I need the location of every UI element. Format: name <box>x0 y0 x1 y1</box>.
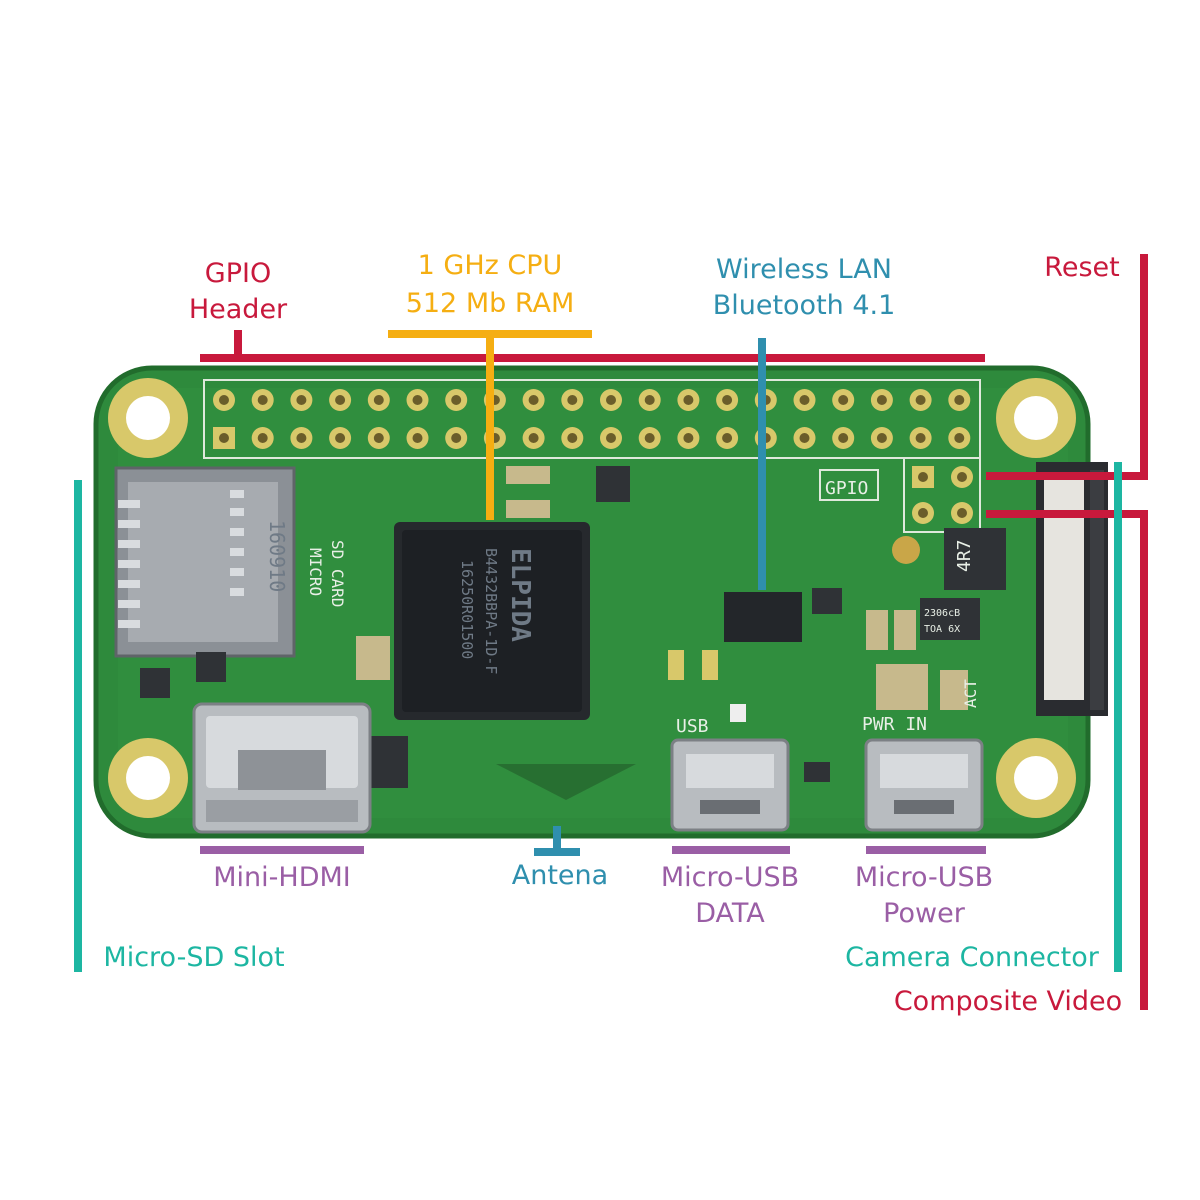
label-cpu-line1: 1 GHz CPU <box>418 250 563 281</box>
gpio-pin-hole <box>954 395 965 405</box>
antenna-trace <box>496 764 636 800</box>
gpio-pin-hole <box>606 395 616 405</box>
gpio-pin-hole <box>296 395 307 405</box>
callout-lines <box>74 254 1148 1010</box>
silk-gpio: GPIO <box>825 478 868 499</box>
mounting-hole-top-right <box>996 378 1076 458</box>
label-composite: Composite Video <box>894 986 1122 1017</box>
gpio-pin-hole <box>915 395 926 405</box>
gpio-pin-hole <box>257 433 268 443</box>
gpio-pin-hole <box>606 433 616 443</box>
mounting-hole-bottom-left <box>108 738 188 818</box>
label-reset: Reset <box>1044 252 1119 283</box>
silk-regulator-2: TOA 6X <box>924 624 960 635</box>
gpio-pin-hole <box>528 395 539 405</box>
label-gpio-line1: GPIO <box>205 258 271 289</box>
silk-inductor: 4R7 <box>954 539 975 572</box>
cpu-brand: ELPIDA <box>505 548 535 642</box>
gpio-pin-hole <box>683 433 694 443</box>
gpio-pin-hole <box>644 395 655 405</box>
cpu-lot: 16250R01500 <box>458 560 476 659</box>
callout-labels: GPIO Header 1 GHz CPU 512 Mb RAM Wireles… <box>103 250 1122 1017</box>
gpio-pin-hole <box>335 433 346 443</box>
small-components <box>140 466 1006 788</box>
gpio-pin-hole <box>528 433 539 443</box>
cpu-part: B4432BBPA-1D-F <box>482 548 500 674</box>
gpio-pin-hole <box>567 395 578 405</box>
silk-regulator-1: 2306cB <box>924 608 960 619</box>
camera-connector <box>1036 462 1108 716</box>
gpio-pin-hole <box>876 433 887 443</box>
gpio-pin-hole <box>799 395 810 405</box>
gpio-header-outline <box>203 379 981 459</box>
gpio-pin-hole <box>219 433 229 443</box>
gpio-pin-hole <box>915 433 926 443</box>
label-camera: Camera Connector <box>845 942 1100 973</box>
silk-pwr-in: PWR IN <box>862 714 927 735</box>
label-usb-power-line1: Micro-USB <box>855 862 993 893</box>
silk-usb: USB <box>676 716 709 737</box>
pcb-board: GPIO 160910 MICRO SD CARD <box>93 365 1108 839</box>
label-cpu-line2: 512 Mb RAM <box>406 288 575 319</box>
label-usb-power-line2: Power <box>883 898 966 929</box>
silk-micro: MICRO <box>306 548 325 596</box>
silk-act: ACT <box>961 679 980 708</box>
micro-sd-slot: 160910 <box>114 466 296 658</box>
label-gpio-line2: Header <box>189 294 288 325</box>
micro-usb-power-port <box>864 738 984 832</box>
gpio-pin-hole <box>296 433 307 443</box>
silk-sd-card: SD CARD <box>328 540 347 607</box>
gpio-pin-hole <box>412 395 423 405</box>
gpio-pin-hole <box>335 395 346 405</box>
gpio-silk-box <box>819 469 879 501</box>
label-mini-hdmi: Mini-HDMI <box>213 862 351 893</box>
cpu-chip: ELPIDA B4432BBPA-1D-F 16250R01500 <box>394 522 590 720</box>
gpio-pin-hole <box>451 395 462 405</box>
label-usb-data-line1: Micro-USB <box>661 862 799 893</box>
gpio-pin-hole <box>799 433 810 443</box>
gpio-pin-hole <box>257 395 268 405</box>
composite-leader <box>986 510 1148 1010</box>
gpio-pin-hole <box>722 433 733 443</box>
reset-video-pad-box <box>903 457 981 533</box>
label-wlan-line1: Wireless LAN <box>716 254 892 285</box>
wireless-chip <box>724 592 802 642</box>
gpio-pin-hole <box>683 395 694 405</box>
label-antenna: Antena <box>512 860 608 891</box>
reset-leader <box>986 254 1148 480</box>
gpio-pin-hole <box>373 395 384 405</box>
gpio-pin-hole <box>412 433 423 443</box>
mounting-hole-bottom-right <box>996 738 1076 818</box>
label-micro-sd: Micro-SD Slot <box>103 942 284 973</box>
label-usb-data-line2: DATA <box>695 898 765 929</box>
gpio-pin-hole <box>954 433 965 443</box>
gpio-pin-hole <box>876 395 887 405</box>
gpio-pin-hole <box>219 395 229 405</box>
gpio-pin-hole <box>722 395 733 405</box>
label-wlan-line2: Bluetooth 4.1 <box>713 290 896 321</box>
reset-video-pads <box>912 466 973 524</box>
micro-usb-data-port <box>670 738 790 832</box>
mounting-hole-top-left <box>108 378 188 458</box>
gpio-pin-hole <box>451 433 462 443</box>
gpio-pin-hole <box>373 433 384 443</box>
mini-hdmi-port <box>192 702 372 834</box>
gpio-pin-hole <box>838 395 849 405</box>
test-point <box>892 536 920 564</box>
gpio-pin-hole <box>567 433 578 443</box>
gpio-pin-hole <box>644 433 655 443</box>
sd-slot-code: 160910 <box>265 520 289 592</box>
gpio-pin-hole <box>838 433 849 443</box>
